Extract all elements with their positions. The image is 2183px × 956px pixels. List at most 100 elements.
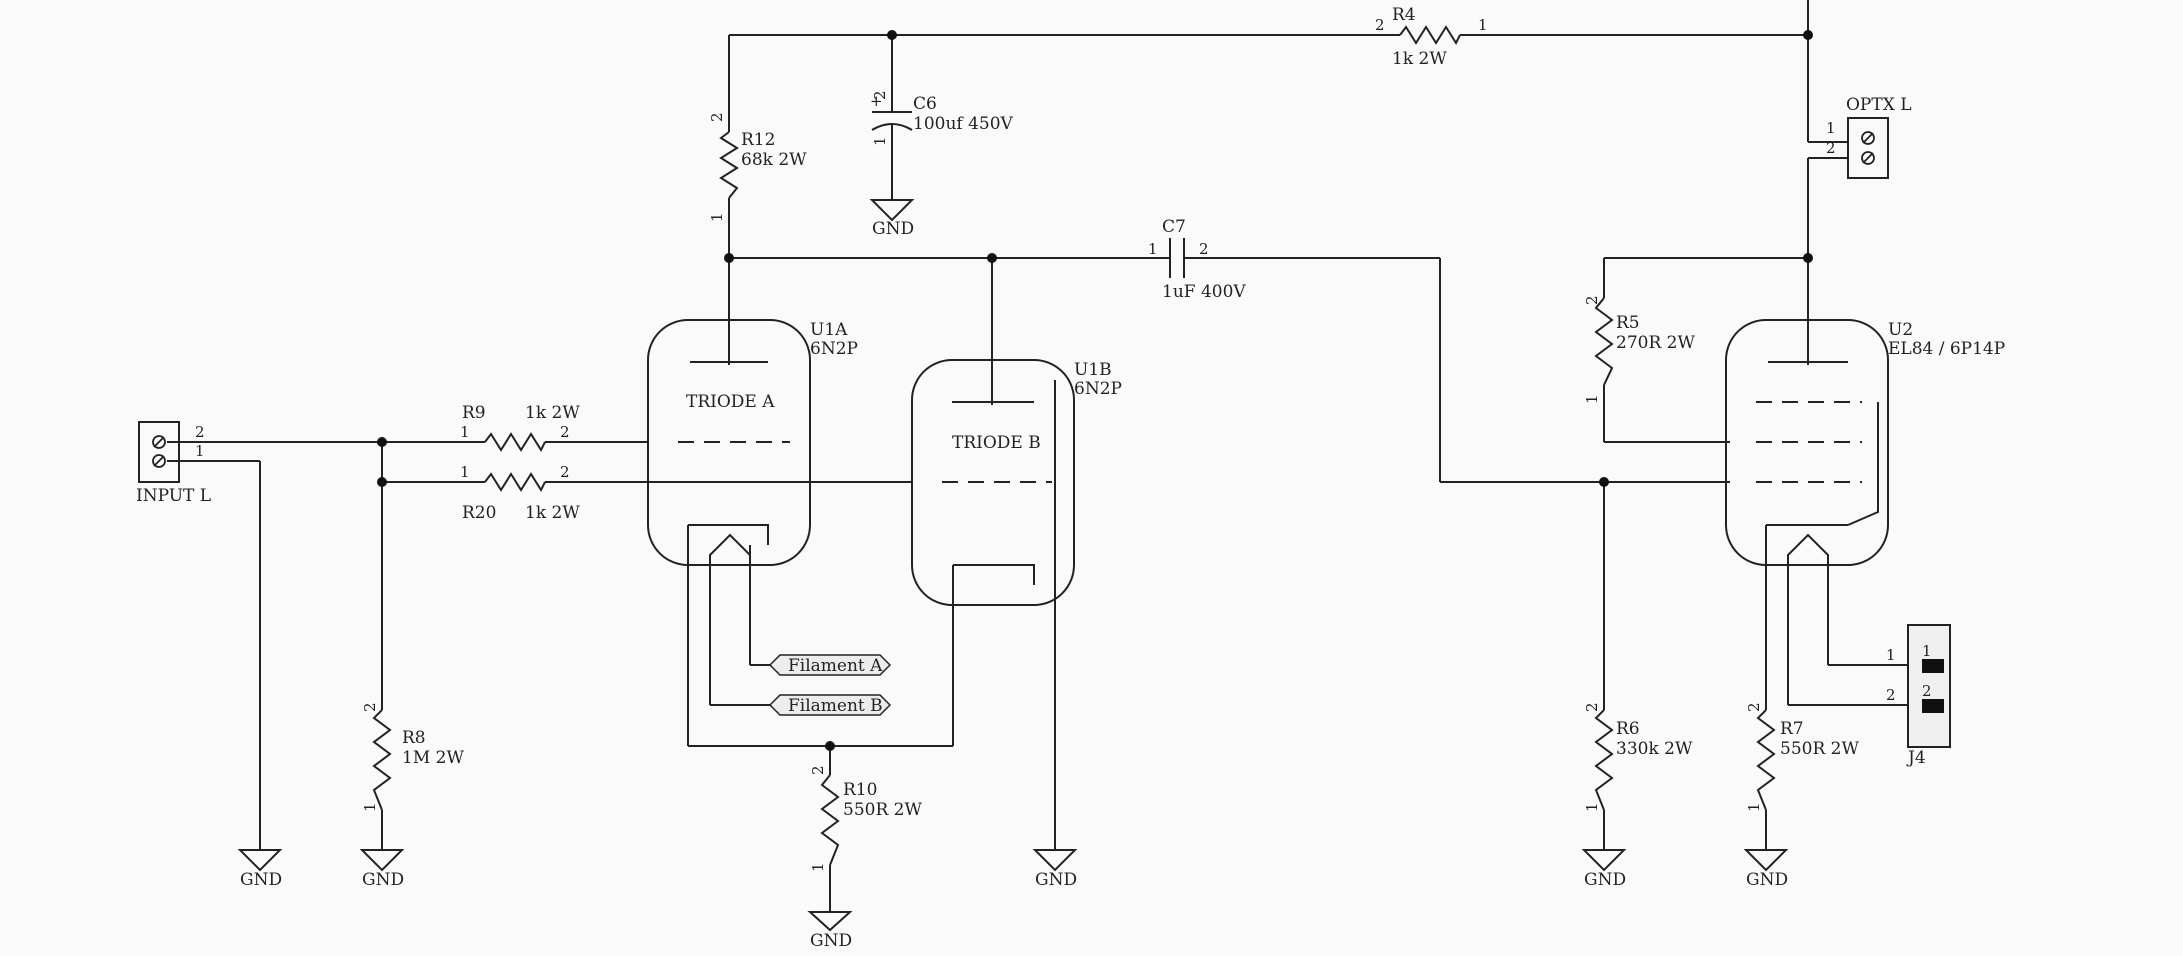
resistor-r8: 2 1 R8 1M 2W: [361, 702, 464, 812]
r12-pin-2: 2: [708, 112, 726, 122]
j4-inner-pin-2: 2: [1922, 682, 1932, 700]
r4-pin-1: 1: [1478, 16, 1488, 34]
r10-pin-2: 2: [809, 765, 827, 775]
r6-ref: R6: [1616, 719, 1640, 739]
resistor-r20: 1 2 R20 1k 2W: [460, 463, 580, 523]
tube-u1b: TRIODE B U1B 6N2P: [911, 359, 1122, 606]
resistor-r6: 2 1 R6 330k 2W: [1583, 702, 1693, 812]
gnd-label-r6: GND: [1584, 870, 1626, 890]
r7-value: 550R 2W: [1780, 739, 1859, 759]
resistor-r10: 2 1 R10 550R 2W: [809, 765, 922, 872]
optx-pin-2: 2: [1826, 139, 1836, 157]
c6-pin-1: 1: [871, 136, 889, 146]
c7-value: 1uF 400V: [1162, 282, 1246, 302]
j4-inner-pin-1: 1: [1922, 642, 1932, 660]
c7-pin-2: 2: [1199, 240, 1209, 258]
r20-ref: R20: [462, 503, 496, 523]
r12-pin-1: 1: [708, 212, 726, 222]
r9-pin-1: 1: [460, 423, 470, 441]
r20-pin-1: 1: [460, 463, 470, 481]
junction-dots: [377, 30, 1813, 751]
net-label-filament-a: Filament A: [768, 654, 892, 676]
u1a-label: TRIODE A: [686, 392, 775, 412]
r6-pin-1: 1: [1583, 802, 1601, 812]
gnd-label-c6: GND: [872, 219, 914, 239]
j4-pin-2: 2: [1886, 686, 1896, 704]
c6-ref: C6: [913, 94, 937, 114]
resistor-r4: 2 1 R4 1k 2W: [1375, 5, 1488, 69]
r7-pin-1: 1: [1745, 802, 1763, 812]
optx-pin-1: 1: [1826, 119, 1836, 137]
r5-pin-2: 2: [1583, 295, 1601, 305]
resistor-r7: 2 1 R7 550R 2W: [1745, 702, 1859, 812]
connector-optx-l: 1 2 OPTX L: [1826, 95, 1912, 179]
gnd-label-r7: GND: [1746, 870, 1788, 890]
u1a-value: 6N2P: [810, 339, 858, 359]
ground-r7: GND: [1743, 849, 1789, 890]
j4-label: J4: [1906, 748, 1926, 768]
filament-a-text: Filament A: [788, 656, 883, 676]
r6-pin-2: 2: [1583, 702, 1601, 712]
input-pin-2: 2: [195, 423, 205, 441]
u2-value: EL84 / 6P14P: [1888, 339, 2005, 359]
c6-pin-2: 2: [871, 90, 889, 100]
tube-u1a: TRIODE A U1A 6N2P: [647, 319, 858, 566]
gnd-label-r10: GND: [810, 931, 852, 951]
r10-pin-1: 1: [809, 862, 827, 872]
resistor-r9: 1 2 R9 1k 2W: [460, 403, 580, 453]
r8-ref: R8: [402, 728, 426, 748]
r20-value: 1k 2W: [525, 503, 580, 523]
tube-u2: U2 EL84 / 6P14P: [1725, 319, 2005, 566]
u2-ref: U2: [1888, 320, 1913, 340]
resistor-r12: 2 1 R12 68k 2W: [708, 112, 807, 222]
connector-j4: 1 2 1 2 J4: [1886, 624, 1951, 768]
r4-value: 1k 2W: [1392, 49, 1447, 69]
connector-input-l: 2 1 INPUT L: [136, 421, 211, 506]
capacitor-c7: 1 2 C7 1uF 400V: [1148, 217, 1246, 302]
gnd-label-r8: GND: [362, 870, 404, 890]
c7-ref: C7: [1162, 217, 1186, 237]
ground-r10: GND: [807, 911, 853, 951]
ground-c6: GND: [869, 199, 915, 239]
resistor-r5: 2 1 R5 270R 2W: [1583, 295, 1695, 404]
u1a-ref: U1A: [810, 320, 848, 340]
r5-value: 270R 2W: [1616, 333, 1695, 353]
ground-r8: GND: [359, 849, 405, 890]
ground-u1b: GND: [1032, 849, 1078, 890]
gnd-label-input: GND: [240, 870, 282, 890]
u1b-value: 6N2P: [1074, 379, 1122, 399]
r9-pin-2: 2: [560, 423, 570, 441]
c6-plus-sign: +: [870, 92, 883, 110]
r8-value: 1M 2W: [402, 748, 464, 768]
r10-value: 550R 2W: [843, 800, 922, 820]
filament-b-text: Filament B: [788, 696, 883, 716]
r10-ref: R10: [843, 780, 877, 800]
r12-ref: R12: [741, 130, 775, 150]
gnd-label-u1b: GND: [1035, 870, 1077, 890]
ground-r6: GND: [1581, 849, 1627, 890]
r6-value: 330k 2W: [1616, 739, 1693, 759]
j4-pin-1: 1: [1886, 646, 1896, 664]
wires: [167, 0, 1920, 912]
r8-pin-2: 2: [361, 702, 379, 712]
input-l-label: INPUT L: [136, 486, 211, 506]
r12-value: 68k 2W: [741, 150, 807, 170]
u1b-label: TRIODE B: [952, 433, 1041, 453]
c7-pin-1: 1: [1148, 240, 1158, 258]
r5-ref: R5: [1616, 313, 1640, 333]
r4-pin-2: 2: [1375, 16, 1385, 34]
input-pin-1: 1: [195, 442, 205, 460]
capacitor-c6: + 2 1 C6 100uf 450V: [870, 90, 1014, 146]
c6-value: 100uf 450V: [913, 114, 1014, 134]
r9-ref: R9: [462, 403, 486, 423]
u1b-ref: U1B: [1074, 360, 1112, 380]
r8-pin-1: 1: [361, 802, 379, 812]
ground-input: GND: [237, 849, 283, 890]
optx-l-label: OPTX L: [1846, 95, 1912, 115]
r20-pin-2: 2: [560, 463, 570, 481]
r5-pin-1: 1: [1583, 394, 1601, 404]
r7-ref: R7: [1780, 719, 1804, 739]
r9-value: 1k 2W: [525, 403, 580, 423]
net-label-filament-b: Filament B: [768, 694, 892, 716]
